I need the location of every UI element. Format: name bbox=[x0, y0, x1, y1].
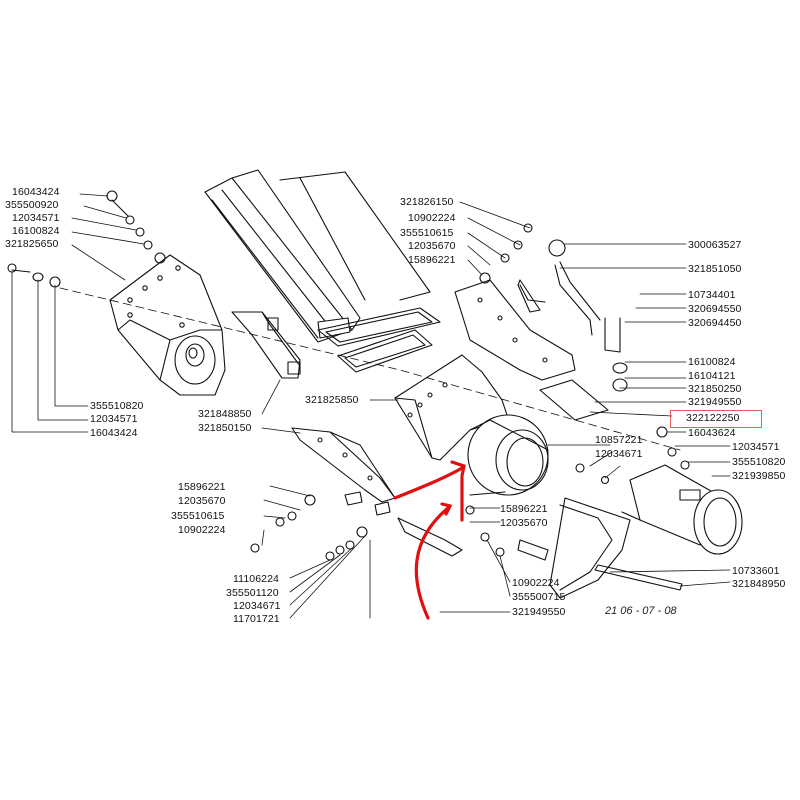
part-label: 321850250 bbox=[688, 383, 742, 395]
trough-guard bbox=[517, 497, 631, 599]
part-label: 355510615 bbox=[171, 510, 225, 522]
part-label: 10857221 bbox=[595, 434, 643, 446]
part-label: 355510615 bbox=[400, 227, 454, 239]
part-label: 321939850 bbox=[732, 470, 786, 482]
part-label: 12035670 bbox=[408, 240, 456, 252]
central-housing bbox=[394, 354, 549, 496]
part-label: 355500715 bbox=[512, 591, 566, 603]
part-label: 11701721 bbox=[233, 613, 280, 625]
part-label: 16100824 bbox=[12, 225, 60, 237]
part-label: 321826150 bbox=[400, 196, 454, 208]
part-label: 321825650 bbox=[5, 238, 59, 250]
hardware-items bbox=[7, 190, 690, 561]
part-label: 10902224 bbox=[178, 524, 226, 536]
part-label: 322122250 bbox=[686, 412, 740, 424]
part-label: 321848850 bbox=[198, 408, 252, 420]
gasket-plates bbox=[317, 307, 441, 373]
part-label: 15896221 bbox=[178, 481, 226, 493]
part-label: 16043424 bbox=[90, 427, 138, 439]
right-upper-plate bbox=[454, 279, 609, 421]
part-label: 16104121 bbox=[688, 370, 736, 382]
part-label: 12035670 bbox=[178, 495, 226, 507]
part-label: 16043424 bbox=[12, 186, 60, 198]
part-label: 12034671 bbox=[595, 448, 643, 460]
part-label: 321825850 bbox=[305, 394, 359, 406]
part-label: 320694450 bbox=[688, 317, 742, 329]
part-label: 355500920 bbox=[5, 199, 59, 211]
annotation-arrows bbox=[393, 460, 466, 620]
part-label: 10902224 bbox=[408, 212, 456, 224]
discharge-chute bbox=[204, 169, 431, 343]
lower-left-bracket bbox=[291, 427, 396, 516]
part-label: 321949550 bbox=[512, 606, 566, 618]
part-label: 10734401 bbox=[688, 289, 736, 301]
part-label: 321851050 bbox=[688, 263, 742, 275]
right-cylinder bbox=[621, 464, 743, 555]
part-label: 321850150 bbox=[198, 422, 252, 434]
part-label: 12035670 bbox=[500, 517, 548, 529]
drawing-reference: 21 06 - 07 - 08 bbox=[605, 605, 677, 617]
part-label: 321848950 bbox=[732, 578, 786, 590]
left-side-plate bbox=[109, 254, 226, 396]
leader-lines bbox=[11, 193, 731, 619]
part-label: 12034571 bbox=[12, 212, 60, 224]
highlight-box bbox=[670, 410, 762, 428]
part-label: 10733601 bbox=[732, 565, 780, 577]
clamp-hardware bbox=[519, 239, 683, 591]
part-label: 12034571 bbox=[90, 413, 138, 425]
part-label: 11106224 bbox=[233, 573, 279, 585]
part-label: 16100824 bbox=[688, 356, 736, 368]
part-label: 15896221 bbox=[408, 254, 456, 266]
part-label: 12034571 bbox=[732, 441, 780, 453]
part-label: 355501120 bbox=[226, 587, 279, 599]
part-label: 10902224 bbox=[512, 577, 560, 589]
part-label: 300063527 bbox=[688, 239, 742, 251]
part-label: 12034671 bbox=[233, 600, 281, 612]
lower-small-plate bbox=[397, 517, 463, 557]
small-bracket-left bbox=[231, 311, 301, 379]
part-label: 15896221 bbox=[500, 503, 548, 515]
part-label: 16043624 bbox=[688, 427, 736, 439]
part-label: 355510820 bbox=[90, 400, 144, 412]
part-label: 320694550 bbox=[688, 303, 742, 315]
part-label: 321949550 bbox=[688, 396, 742, 408]
part-label: 355510820 bbox=[732, 456, 786, 468]
